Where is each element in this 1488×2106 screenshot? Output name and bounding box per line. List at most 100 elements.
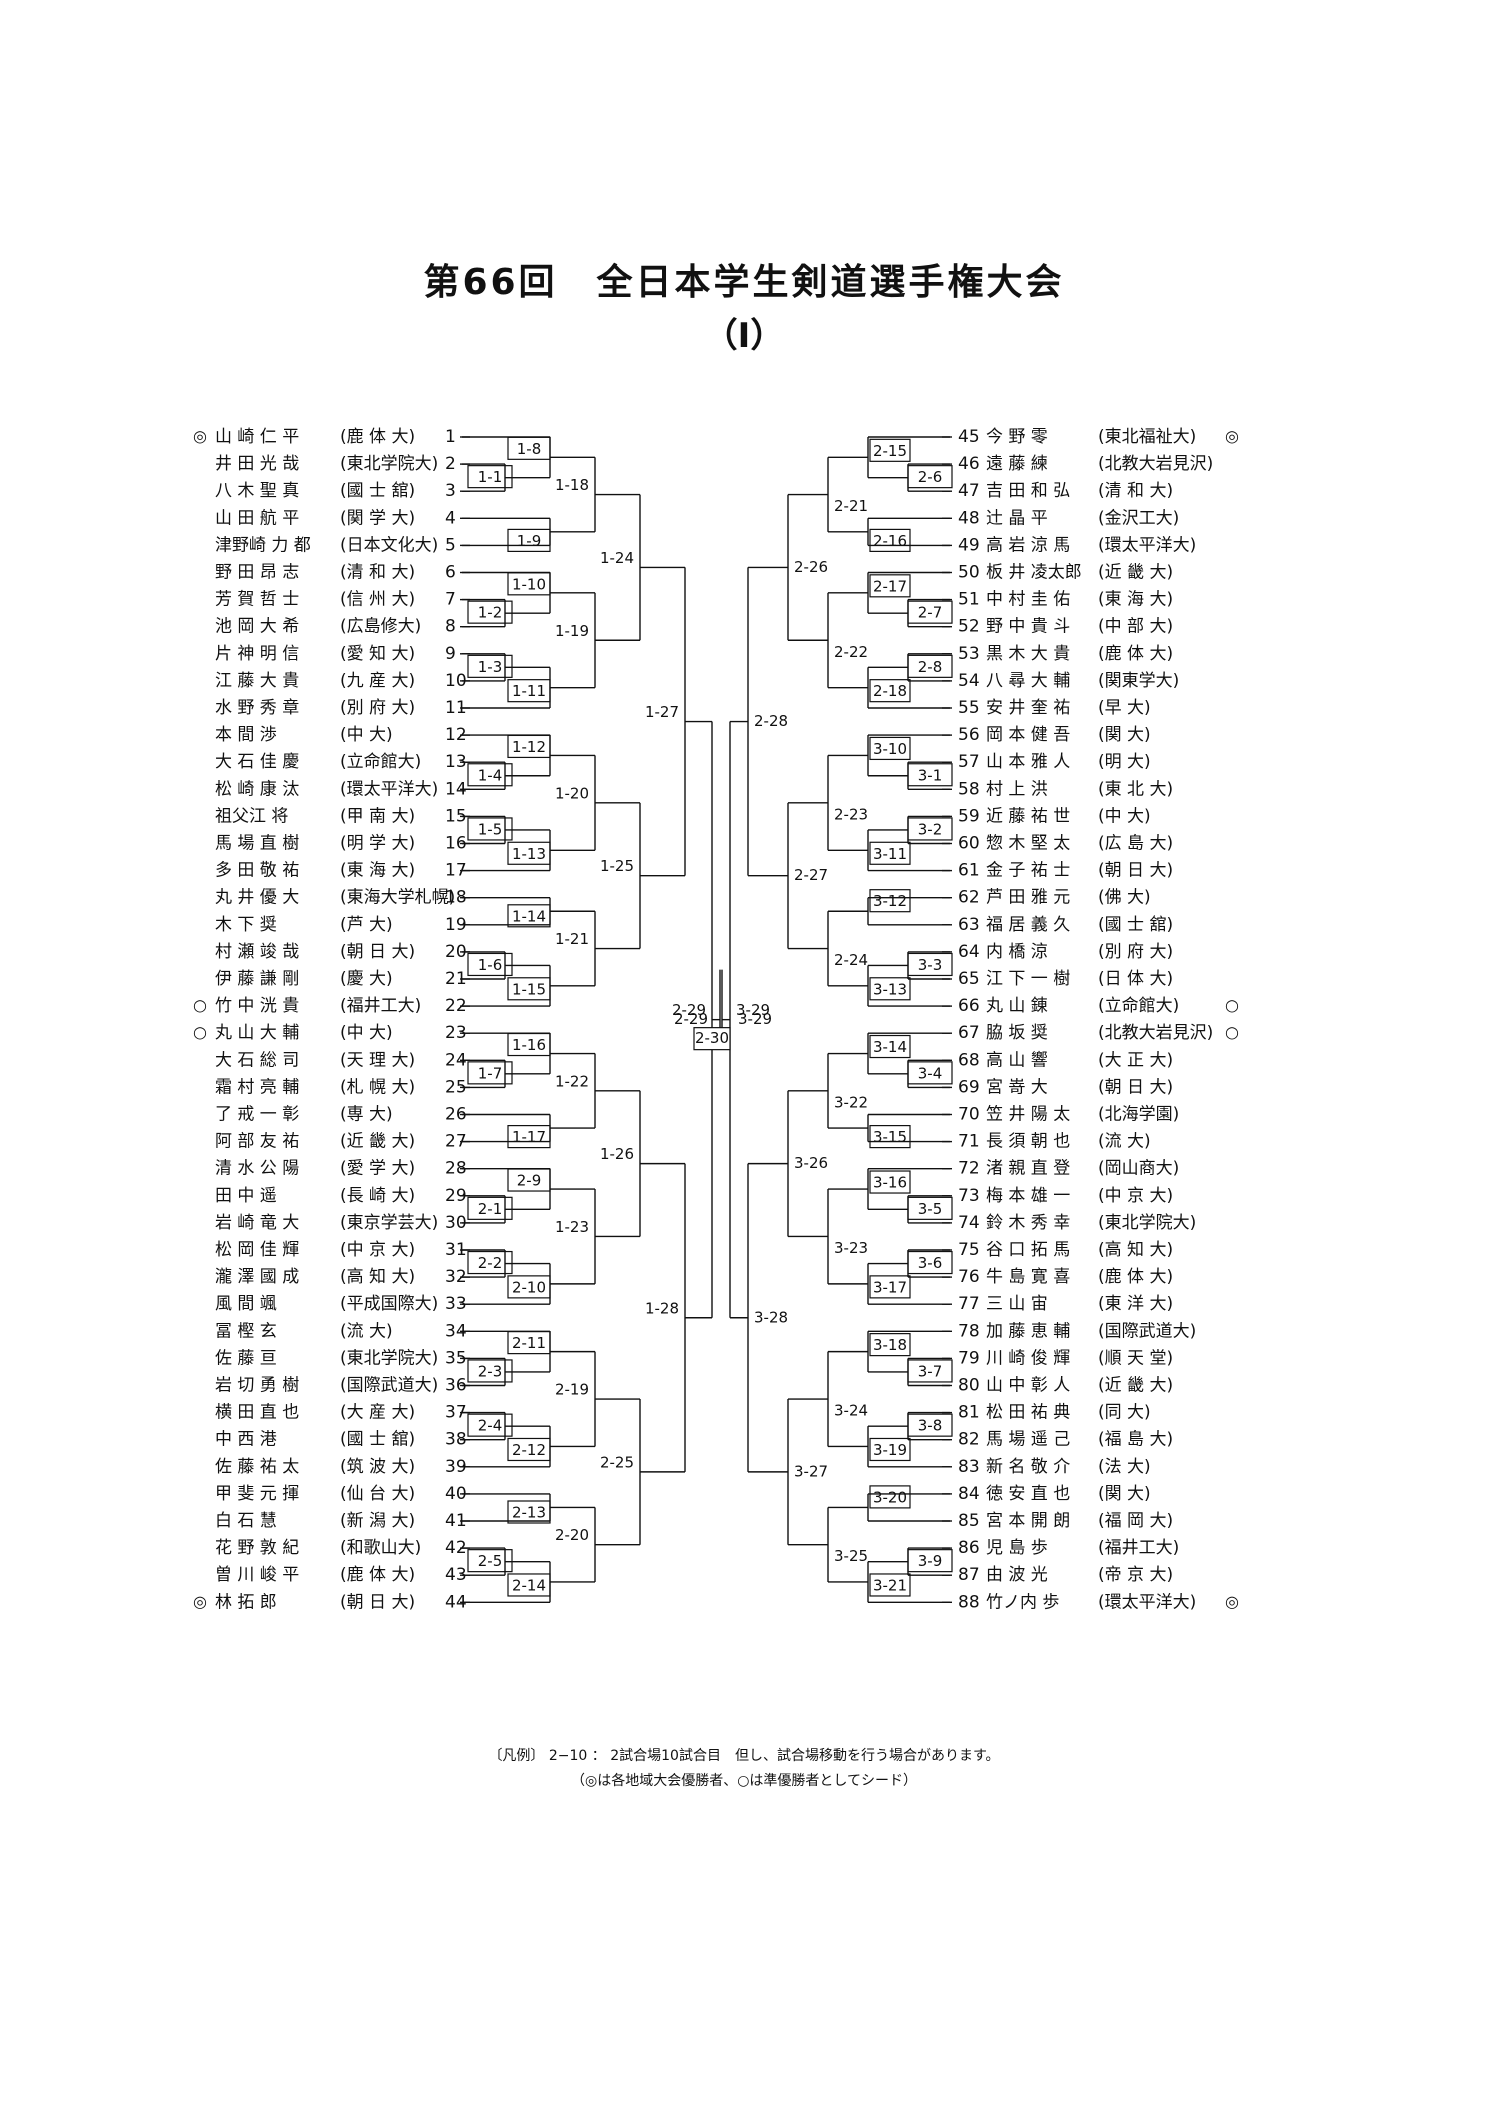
player-number: 47 — [958, 481, 980, 501]
player-number: 62 — [958, 888, 980, 908]
player-name: 梅 本 雄 一 — [986, 1186, 1070, 1206]
match-box-1-11 — [507, 679, 551, 703]
match-label-3-2: 3-2 — [918, 820, 943, 838]
player-number: 33 — [445, 1294, 467, 1314]
player-number: 59 — [958, 806, 980, 826]
player-university: (関東学大) — [1098, 671, 1179, 691]
player-university: (和歌山大) — [340, 1538, 421, 1558]
match-box-3-7 — [907, 1359, 953, 1383]
player-name: 松 崎 康 汰 — [215, 779, 299, 799]
player-number: 6 — [445, 563, 456, 583]
match-label-3-27: 3-27 — [794, 1462, 828, 1480]
match-label-3-4: 3-4 — [918, 1064, 943, 1082]
player-university: (別 府 大) — [340, 698, 415, 718]
match-label-2-27: 2-27 — [794, 866, 828, 884]
match-box-2-15 — [869, 438, 911, 462]
player-name: 丸 井 優 大 — [215, 888, 299, 908]
player-university: (甲 南 大) — [340, 806, 415, 826]
player-name: 霜 村 亮 輔 — [215, 1077, 299, 1097]
match-box-3-13 — [869, 977, 911, 1001]
match-label-1-24: 1-24 — [600, 549, 634, 567]
player-name: 三 山 宙 — [986, 1294, 1048, 1314]
match-label-2-28: 2-28 — [754, 712, 788, 730]
match-box-2-1 — [467, 1196, 513, 1220]
player-university: (慶 大) — [340, 969, 393, 989]
player-university: (岡山商大) — [1098, 1159, 1179, 1179]
match-label-1-2: 1-2 — [478, 604, 503, 622]
match-label-1-16: 1-16 — [512, 1036, 546, 1054]
seed-mark: ○ — [1225, 1023, 1239, 1042]
player-university: (中 部 大) — [1098, 617, 1173, 637]
match-label-2-3: 2-3 — [478, 1362, 503, 1380]
player-name: 林 拓 郎 — [215, 1592, 277, 1612]
player-number: 64 — [958, 942, 980, 962]
player-number: 54 — [958, 671, 980, 691]
legend-note: 〔凡例〕 2−10 ： 2試合場10試合目 但し、試合場移動を行う場合があります… — [488, 1748, 1000, 1764]
player-university: (近 畿 大) — [340, 1132, 415, 1152]
match-label-3-24: 3-24 — [834, 1402, 868, 1420]
match-label-3-15: 3-15 — [873, 1128, 907, 1146]
match-label-3-1: 3-1 — [918, 766, 943, 784]
match-label-2-8: 2-8 — [918, 658, 943, 676]
player-name: 風 間 颯 — [215, 1294, 277, 1314]
player-number: 74 — [958, 1213, 980, 1233]
player-number: 7 — [445, 590, 456, 610]
player-university: (九 産 大) — [340, 671, 415, 691]
player-number: 41 — [445, 1511, 467, 1531]
player-name: 岡 本 健 吾 — [986, 725, 1070, 745]
player-number: 42 — [445, 1538, 467, 1558]
match-label-1-4: 1-4 — [478, 766, 503, 784]
player-name: 八 木 聖 真 — [215, 481, 299, 501]
match-label-3-6: 3-6 — [918, 1254, 943, 1272]
player-number: 73 — [958, 1186, 980, 1206]
player-name: 芳 賀 哲 士 — [215, 590, 299, 610]
match-label-3-25: 3-25 — [834, 1547, 868, 1565]
player-number: 49 — [958, 535, 980, 555]
player-number: 70 — [958, 1105, 980, 1125]
player-university: (朝 日 大) — [1098, 861, 1173, 881]
player-number: 46 — [958, 454, 980, 474]
player-university: (愛 知 大) — [340, 644, 415, 664]
player-university: (國 士 舘) — [1098, 914, 1173, 935]
player-name: 内 橋 涼 — [986, 942, 1048, 962]
player-name: 山 中 彰 人 — [986, 1376, 1070, 1396]
player-name: 岩 崎 竜 大 — [215, 1213, 299, 1233]
player-number: 88 — [958, 1592, 980, 1612]
player-university: (芦 大) — [340, 915, 393, 935]
player-number: 14 — [445, 779, 467, 799]
player-university: (國 士 舘) — [340, 480, 415, 501]
player-number: 35 — [445, 1348, 467, 1368]
player-number: 27 — [445, 1132, 467, 1152]
player-number: 34 — [445, 1321, 467, 1341]
player-name: 馬 場 直 樹 — [215, 834, 299, 854]
player-name: 佐 藤 亘 — [215, 1348, 277, 1368]
player-name: 津野崎 力 都 — [215, 535, 311, 555]
match-label-3-18: 3-18 — [873, 1336, 907, 1354]
player-name: 遠 藤 練 — [986, 454, 1048, 474]
player-university: (国際武道大) — [340, 1376, 438, 1396]
player-name: 山 田 航 平 — [215, 508, 299, 528]
match-label-3-13: 3-13 — [873, 980, 907, 998]
match-box-1-5 — [467, 817, 513, 841]
player-number: 32 — [445, 1267, 467, 1287]
player-university: (東北福祉大) — [1098, 427, 1196, 447]
match-box-2-7 — [907, 600, 953, 624]
player-number: 63 — [958, 915, 980, 935]
player-name: 丸 山 大 輔 — [215, 1023, 299, 1043]
match-label-1-23: 1-23 — [555, 1218, 589, 1236]
match-box-1-7 — [467, 1061, 513, 1085]
player-name: 脇 坂 奨 — [986, 1023, 1048, 1043]
match-label-1-25: 1-25 — [600, 857, 634, 875]
match-label-2-18: 2-18 — [873, 682, 907, 700]
match-label-3-8: 3-8 — [918, 1417, 943, 1435]
player-number: 28 — [445, 1159, 467, 1179]
match-label-3-21: 3-21 — [873, 1576, 907, 1594]
player-name: 松 岡 佳 輝 — [215, 1240, 299, 1260]
match-label-1-26: 1-26 — [600, 1145, 634, 1163]
player-university: (朝 日 大) — [340, 1592, 415, 1612]
match-box-3-5 — [907, 1196, 953, 1220]
match-box-3-12 — [869, 889, 911, 913]
player-university: (愛 学 大) — [340, 1159, 415, 1179]
player-number: 24 — [445, 1050, 467, 1070]
